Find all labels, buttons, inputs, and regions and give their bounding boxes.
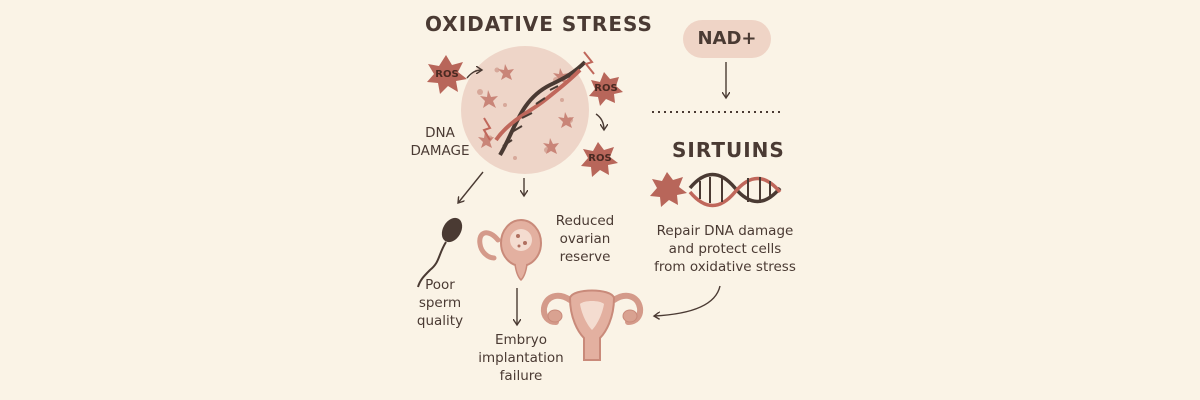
arrow-sirtuins-to-uterus bbox=[654, 285, 721, 316]
ovary-icon bbox=[477, 219, 542, 282]
lightning-icon bbox=[583, 51, 595, 75]
repair-description: Repair DNA damage and protect cells from… bbox=[654, 223, 796, 275]
arrow bbox=[466, 70, 482, 79]
lightning-icon bbox=[482, 117, 492, 141]
cell-mini-stars bbox=[478, 64, 574, 154]
ros-stars bbox=[427, 55, 623, 177]
ros-label: ROS bbox=[435, 69, 459, 80]
sirtuins-star-icon bbox=[650, 172, 687, 207]
nad-pill bbox=[683, 20, 771, 58]
reduced-ovarian-reserve-label: Reduced ovarian reserve bbox=[555, 213, 615, 265]
nad-label: NAD+ bbox=[697, 28, 757, 49]
dna-damage-label: DNA DAMAGE bbox=[410, 125, 470, 159]
ros-label: ROS bbox=[594, 83, 618, 94]
arrow-to-sperm bbox=[458, 171, 484, 203]
poor-sperm-quality-label: Poor sperm quality bbox=[416, 277, 464, 329]
embryo-implantation-failure-label: Embryo implantation failure bbox=[478, 332, 564, 384]
oxidative-stress-title: OXIDATIVE STRESS bbox=[425, 12, 653, 36]
ros-star-icon bbox=[427, 55, 467, 94]
sirtuins-title: SIRTUINS bbox=[672, 138, 785, 162]
sirtuins-dna-icon bbox=[688, 172, 782, 208]
cell bbox=[461, 46, 589, 174]
sperm-icon bbox=[417, 217, 463, 288]
cell-dna-icon bbox=[494, 60, 587, 157]
ros-star-icon bbox=[589, 72, 623, 106]
ros-star-icon bbox=[581, 142, 618, 177]
ros-label: ROS bbox=[588, 153, 612, 164]
arrow bbox=[595, 113, 604, 130]
uterus-icon bbox=[540, 289, 644, 361]
